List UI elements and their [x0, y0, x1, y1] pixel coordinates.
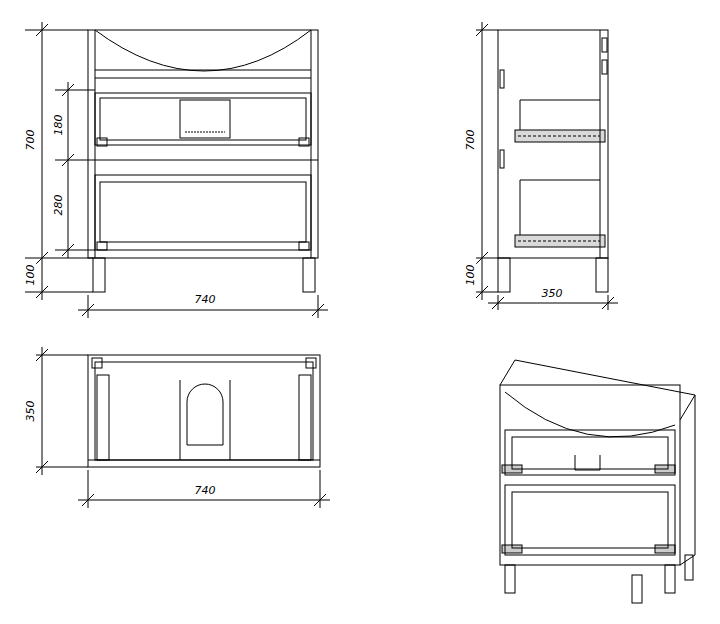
dimension-label: 740 — [194, 294, 217, 306]
dimension-label: 700 — [464, 129, 476, 152]
dimension-label: 100 — [24, 264, 36, 287]
dimension-label: 350 — [24, 400, 36, 423]
dimension-label: 280 — [52, 194, 64, 217]
dimension-label: 740 — [194, 485, 217, 497]
dimension-label: 700 — [24, 129, 36, 152]
dimension-label: 100 — [464, 264, 476, 287]
dimension-label: 180 — [52, 114, 64, 137]
dimension-label: 350 — [541, 288, 564, 300]
